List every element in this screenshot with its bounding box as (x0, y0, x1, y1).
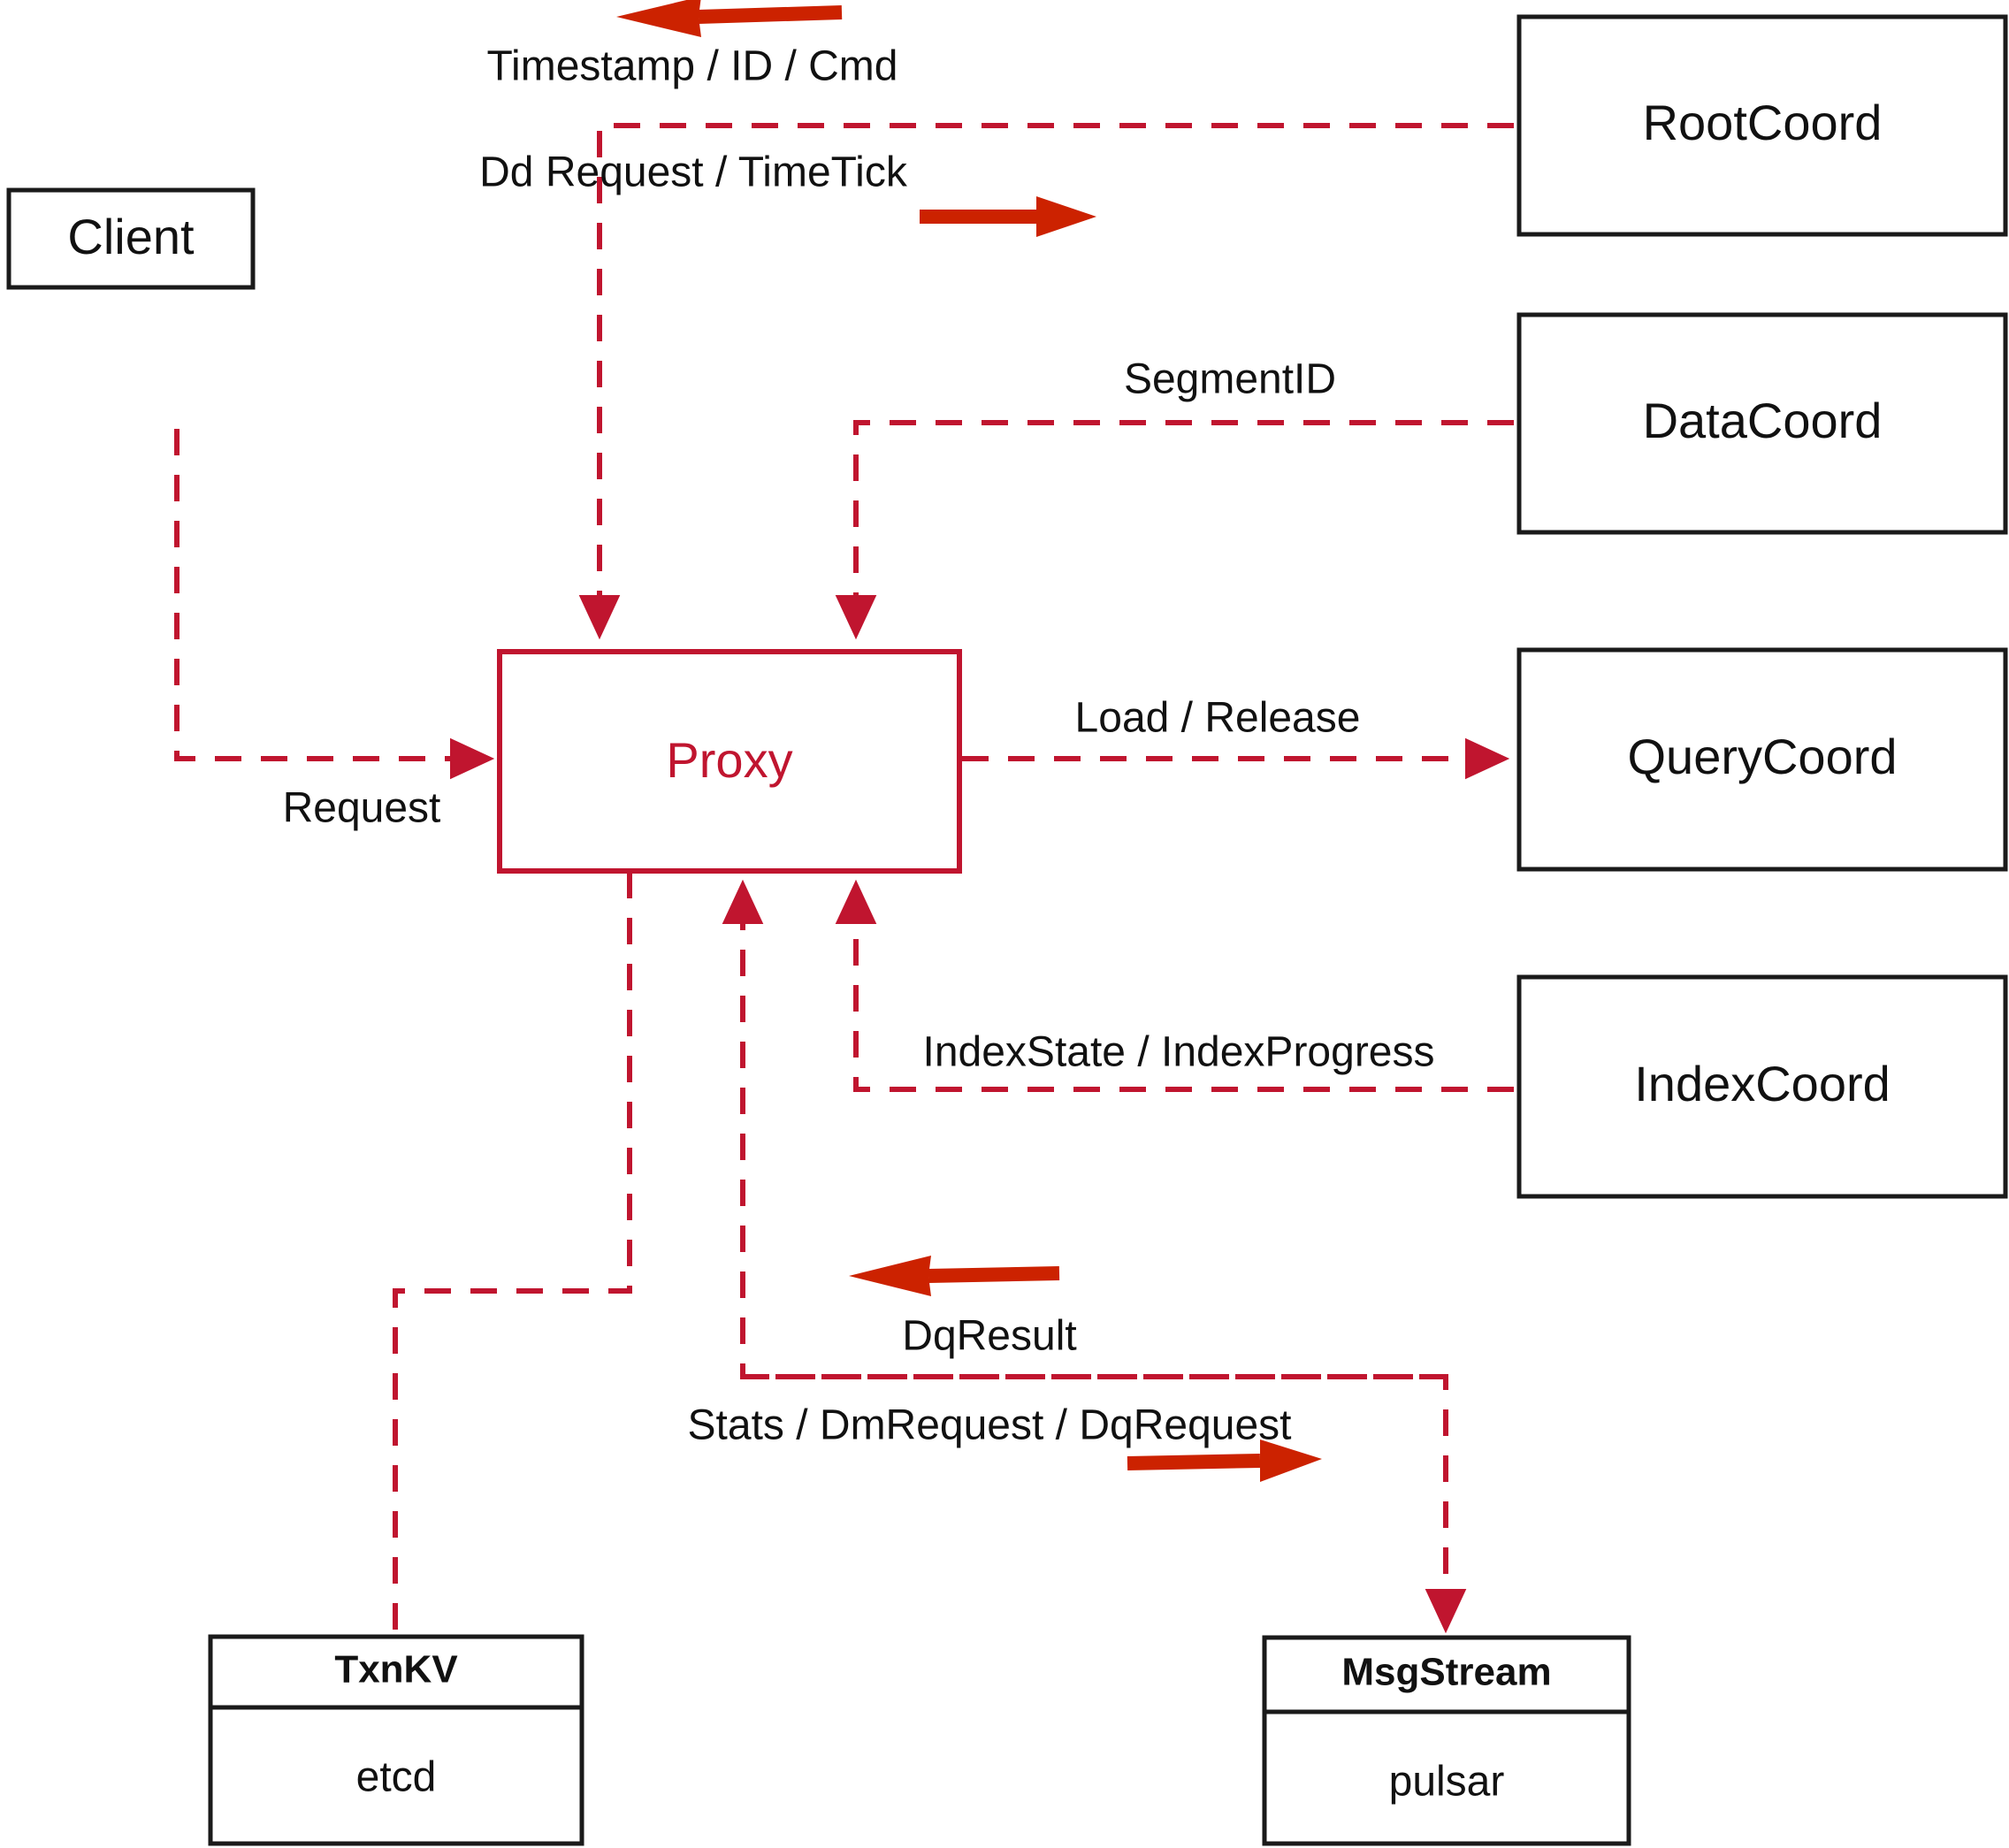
node-msgstream[interactable]: MsgStream pulsar (1262, 1635, 1631, 1846)
edge-client-to-proxy (174, 429, 495, 780)
node-datacoord-label: DataCoord (1643, 393, 1883, 448)
edge-datacoord-to-proxy (835, 420, 1514, 640)
direction-arrow-right-ddrequest (920, 196, 1096, 237)
edge-msgstream-to-proxy (722, 879, 1446, 1379)
node-querycoord-label: QueryCoord (1627, 729, 1897, 784)
edge-proxy-to-msgstream (743, 1374, 1467, 1634)
node-client[interactable]: Client (6, 187, 256, 290)
edge-indexcoord-to-proxy (835, 879, 1514, 1092)
edge-proxy-to-txnkv (393, 872, 632, 1637)
direction-arrow-right-stats (1127, 1439, 1322, 1482)
direction-arrow-left-timestamp (616, 0, 843, 37)
edge-label-load-release: Load / Release (1075, 695, 1361, 742)
node-msgstream-body: pulsar (1389, 1759, 1505, 1806)
node-txnkv-header: TxnKV (334, 1648, 458, 1691)
node-datacoord[interactable]: DataCoord (1516, 312, 2008, 535)
node-querycoord[interactable]: QueryCoord (1516, 647, 2008, 872)
edge-label-stats-dm-dq-request: Stats / DmRequest / DqRequest (688, 1402, 1292, 1449)
edge-rootcoord-to-proxy (578, 123, 1514, 640)
node-txnkv-body: etcd (356, 1754, 437, 1801)
node-client-label: Client (67, 209, 195, 264)
edge-label-dq-result: DqResult (902, 1313, 1076, 1360)
node-msgstream-header: MsgStream (1341, 1651, 1551, 1694)
node-indexcoord[interactable]: IndexCoord (1516, 974, 2008, 1199)
edge-label-request: Request (283, 785, 441, 832)
node-txnkv[interactable]: TxnKV etcd (208, 1634, 584, 1846)
node-rootcoord-label: RootCoord (1643, 95, 1883, 150)
node-indexcoord-label: IndexCoord (1634, 1056, 1891, 1111)
edge-label-segment-id: SegmentID (1124, 356, 1336, 403)
direction-arrow-left-dqresult (849, 1256, 1060, 1296)
edge-label-timestamp-id-cmd: Timestamp / ID / Cmd (487, 43, 898, 90)
node-proxy-label: Proxy (666, 732, 792, 788)
edge-label-index-state-progress: IndexState / IndexProgress (923, 1029, 1435, 1076)
edge-label-dd-request-timetick: Dd Request / TimeTick (479, 149, 908, 196)
node-proxy[interactable]: Proxy (497, 649, 962, 874)
node-rootcoord[interactable]: RootCoord (1516, 14, 2008, 237)
